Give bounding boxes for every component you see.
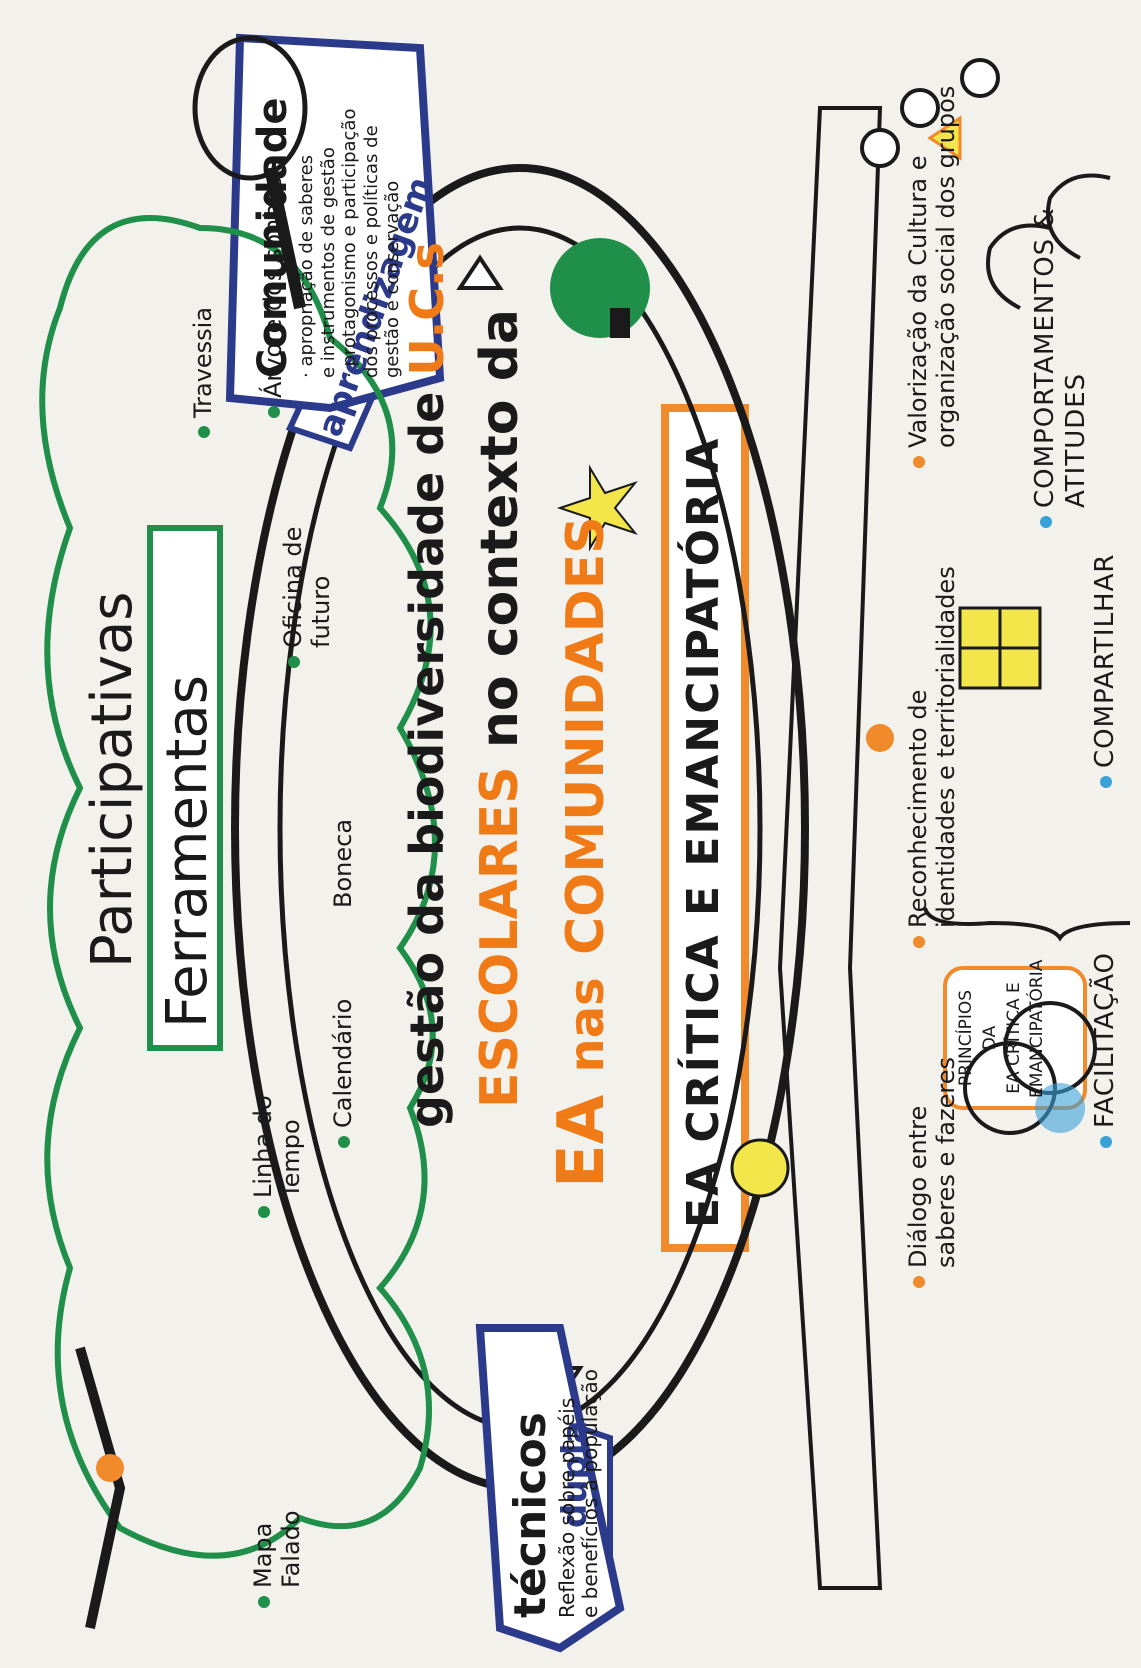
principle-item-valorizacao: Valorização da Cultura e organização soc…: [904, 85, 960, 468]
bullet-icon: [913, 936, 925, 948]
gift-icon: [958, 606, 1042, 690]
oval-arrow-right: [456, 254, 504, 290]
principles-line: EMANCIPATÓRIA: [1027, 959, 1048, 1098]
principle-item-dialogo: Diálogo entre saberes e fazeres: [904, 1057, 960, 1288]
center-gestao: gestão da biodiversidade de: [400, 391, 454, 1128]
tecnicos-panel: [475, 1324, 625, 1653]
principle-line: Valorização da Cultura e: [904, 155, 932, 448]
tool-line: Falado: [276, 1510, 305, 1588]
tool-line: Tempo: [276, 1119, 305, 1198]
tecnicos-title: técnicos: [505, 1412, 556, 1618]
tecnicos-line: e benefícios à população: [578, 1368, 602, 1618]
center-escolares: ESCOLARES: [470, 766, 530, 1108]
tool-item-travessia: Travessia: [189, 306, 218, 438]
bullet-icon: [338, 1136, 350, 1148]
principle-line: saberes e fazeres: [931, 1057, 960, 1268]
lightbulb-icon: [730, 1138, 790, 1198]
comportamentos-text: COMPORTAMENTOS &: [1030, 207, 1060, 508]
comunidade-line: · apropriação de saberes: [296, 154, 317, 378]
center-comunidades: COMUNIDADES: [556, 516, 616, 956]
compartilhar-text: COMPARTILHAR: [1090, 553, 1120, 768]
tool-item-calendario: Calendário: [329, 998, 358, 1148]
center-line-2: ESCOLARES no contexto da: [470, 309, 530, 1108]
bullet-icon: [268, 406, 280, 418]
tecnicos-line: Reflexão sobre papéis: [555, 1397, 579, 1618]
tool-line: Oficina de: [279, 526, 307, 648]
principle-line: Reconhecimento de: [904, 689, 932, 928]
bullet-icon: [258, 1206, 270, 1218]
tool-line: futuro: [306, 575, 335, 648]
tool-item-linha: Linha do Tempo: [249, 1095, 305, 1218]
tool-line: Mapa: [249, 1522, 277, 1588]
center-line-1: EA nas COMUNIDADES: [545, 516, 619, 1188]
hands-icon: [986, 173, 1111, 310]
principle-line: organização social dos grupos: [931, 85, 960, 448]
principles-line: EA CRÍTICA E: [1003, 982, 1024, 1094]
comunidade-line: · protagonismo e participação: [339, 108, 361, 378]
comportamentos-label: COMPORTAMENTOS & ATITUDES: [1030, 207, 1092, 528]
principle-item-reconhecimento: Reconhecimento de identidades e territor…: [904, 566, 960, 948]
bullet-icon: [1039, 516, 1052, 528]
comunidade-line: dos processos e políticas de: [360, 125, 382, 378]
center-contexto: no contexto da: [470, 309, 530, 749]
facilitacao-icon: [963, 1001, 1097, 1135]
tools-title-2: Participativas: [80, 591, 145, 968]
principles-line: PRINCÍPIOS DA: [956, 989, 1000, 1087]
principles-chevron: [777, 106, 883, 1590]
bullet-icon: [1099, 1136, 1112, 1148]
comunidade-panel: [225, 33, 445, 413]
tool-line: Árvore dos sonhos: [259, 176, 287, 398]
bullet-icon: [1099, 776, 1112, 788]
tool-item-mapa: Mapa Falado: [249, 1510, 305, 1608]
star-icon: [556, 464, 638, 552]
location-pin-icon: [96, 724, 894, 1482]
principles-brace: [923, 907, 1131, 942]
tool-item-oficina: Oficina de futuro: [279, 526, 335, 668]
tools-title-box: [147, 525, 223, 1051]
comunidade-line: gestão e conservação: [382, 180, 404, 378]
tool-line: Calendário: [329, 998, 357, 1128]
compartilhar-label: COMPARTILHAR: [1090, 554, 1120, 788]
tool-line: Linha do: [249, 1095, 277, 1198]
comunidade-line: e instrumentos de gestão: [317, 147, 339, 378]
facilitacao-text: FACILITAÇÃO: [1090, 951, 1120, 1128]
principle-line: identidades e territorialidades: [931, 566, 960, 928]
tools-cloud: [39, 215, 438, 1559]
magnifier-icon: [192, 35, 308, 310]
principles-box-text: PRINCÍPIOS DA EA CRÍTICA E EMANCIPATÓRIA: [955, 959, 1050, 1098]
tool-item-arvore: Árvore dos sonhos: [259, 176, 288, 418]
center-ea: EA: [545, 1094, 619, 1188]
principle-line: Diálogo entre: [904, 1105, 932, 1268]
bullet-icon: [913, 456, 925, 468]
wrench-icon: [75, 1346, 126, 1630]
atitudes-text: ATITUDES: [1061, 372, 1092, 508]
banner-text: EA CRÍTICA E EMANCIPATÓRIA: [678, 436, 729, 1228]
bullet-icon: [913, 1276, 925, 1288]
tree-icon: [550, 238, 650, 338]
tools-title-1: Ferramentas: [155, 675, 220, 1028]
tool-item-boneca: Boneca: [329, 818, 358, 908]
bullet-icon: [198, 426, 210, 438]
banner-box: [661, 404, 749, 1252]
tecnicos-block: técnicos Reflexão sobre papéis e benefíc…: [505, 1369, 602, 1618]
facilitacao-label: FACILITAÇÃO: [1090, 952, 1120, 1148]
center-nas: nas: [559, 977, 615, 1073]
tool-line: Boneca: [329, 818, 357, 908]
center-line-3: gestão da biodiversidade de U.C.s: [400, 242, 454, 1128]
people-icon: [860, 58, 1000, 168]
bullet-icon: [288, 656, 300, 668]
tool-line: Travessia: [189, 306, 217, 418]
bullet-icon: [258, 1596, 270, 1608]
